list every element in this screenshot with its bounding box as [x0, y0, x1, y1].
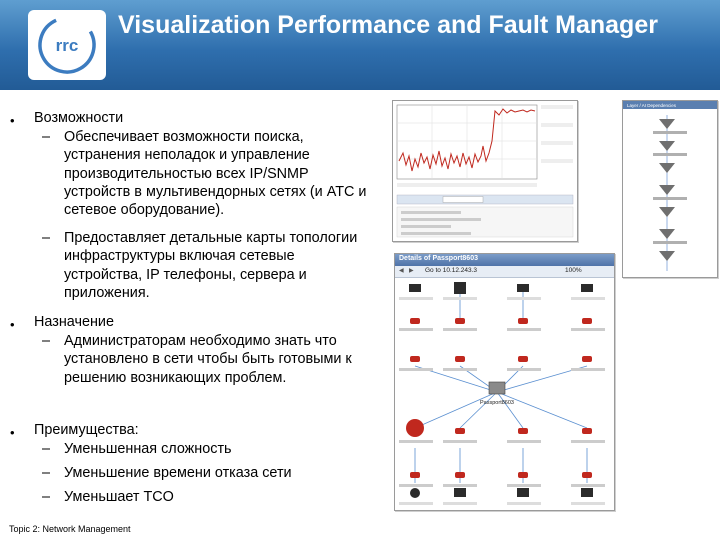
topology-toolbar: ◀ ▶ Go to 10.12.243.3 100% — [395, 266, 614, 278]
series-line — [398, 108, 536, 172]
topology-title-bar: Details of Passport8603 — [395, 254, 614, 266]
topology-diagram: Passport8603 — [399, 282, 605, 505]
dash-marker: – — [42, 489, 51, 505]
bullet-1-text: Возможности — [34, 110, 124, 126]
topology-title: Details of Passport8603 — [399, 255, 478, 262]
title-bar: rrc Visualization Performance and Fault … — [0, 0, 720, 90]
company-logo: rrc — [28, 10, 106, 80]
chart-gridlines — [397, 105, 537, 179]
topology-map-screenshot: Details of Passport8603 ◀ ▶ Go to 10.12.… — [394, 253, 615, 511]
chart-select — [442, 196, 484, 203]
chart-y-tick-labels — [541, 105, 573, 163]
dash-marker: – — [42, 230, 51, 246]
back-arrow-icon[interactable]: ◀ — [399, 268, 404, 274]
core-switch-icon — [488, 381, 506, 395]
topology-bottom-devices — [410, 488, 593, 498]
dependency-panel-screenshot: Layer / AI Dependencies — [622, 100, 718, 278]
forward-arrow-icon[interactable]: ▶ — [409, 268, 414, 274]
slide-title: Visualization Performance and Fault Mana… — [118, 11, 658, 39]
topology-zoom[interactable]: 100% — [565, 267, 582, 274]
bullet-marker: • — [10, 317, 15, 332]
panel-header-title: Layer / AI Dependencies — [627, 103, 677, 108]
dash-marker: – — [42, 333, 51, 349]
alarm-device-icon — [406, 419, 424, 437]
bullet-3-sub-1: Уменьшенная сложность — [64, 441, 232, 457]
center-device-label: Passport8603 — [480, 400, 514, 406]
bullet-1-sub-2: Предоставляет детальные карты топологии … — [64, 230, 358, 301]
topology-top-devices — [409, 282, 593, 294]
topology-address[interactable]: Go to 10.12.243.3 — [425, 267, 478, 274]
dash-marker: – — [42, 441, 51, 457]
bullet-1-sub-1: Обеспечивает возможности поиска, устране… — [64, 129, 367, 219]
bullet-3-sub-2: Уменьшение времени отказа сети — [64, 465, 292, 481]
chart-controls-bar — [396, 194, 574, 205]
slide-footer: Topic 2: Network Management — [9, 524, 131, 534]
bullet-marker: • — [10, 113, 15, 128]
bullet-2-sub-1: Администраторам необходимо знать что уст… — [64, 333, 352, 386]
chart-x-tick-labels — [397, 183, 537, 187]
logo-ring-icon: rrc — [38, 16, 96, 74]
topology-port-icons — [410, 318, 592, 478]
performance-line-chart — [396, 104, 574, 238]
dash-marker: – — [42, 465, 51, 481]
dependency-diagram: Layer / AI Dependencies — [623, 101, 717, 271]
dash-marker: – — [42, 129, 51, 145]
bullet-marker: • — [10, 425, 15, 440]
panel-header — [623, 101, 717, 109]
bullet-3-sub-3: Уменьшает TCO — [64, 489, 174, 505]
logo-text: rrc — [56, 36, 79, 55]
bullet-2-text: Назначение — [34, 314, 114, 330]
dependency-nodes — [659, 119, 675, 261]
performance-graph-screenshot — [392, 100, 578, 242]
bullet-3-text: Преимущества: — [34, 422, 139, 438]
